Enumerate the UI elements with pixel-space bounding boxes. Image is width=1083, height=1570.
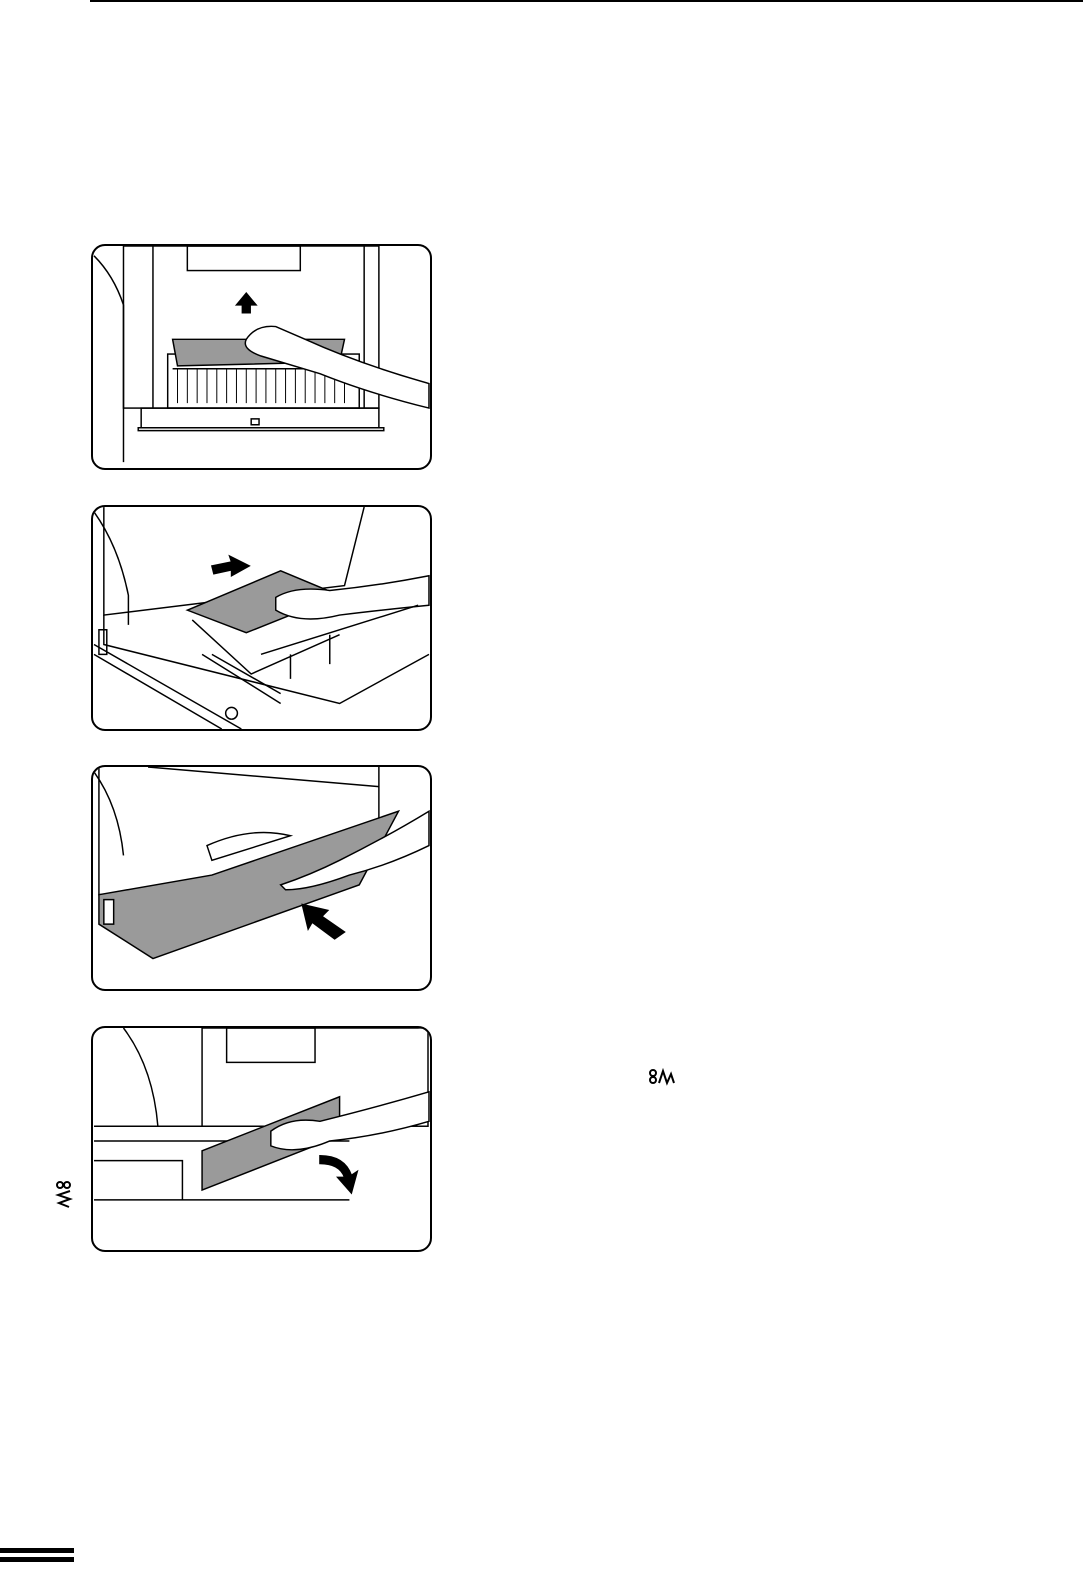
footer-bar-top <box>0 1548 74 1553</box>
illustration-push-tray-in <box>91 765 432 991</box>
illustration-remove-jammed-paper <box>91 244 432 470</box>
footer-bar-bottom <box>0 1557 74 1562</box>
illustration-close-side-cover <box>91 1026 432 1252</box>
misfeed-icon <box>648 1067 678 1090</box>
margin-misfeed-icon <box>54 1180 74 1214</box>
illustration-pull-paper-from-tray <box>91 505 432 731</box>
header-rule <box>90 0 1083 2</box>
